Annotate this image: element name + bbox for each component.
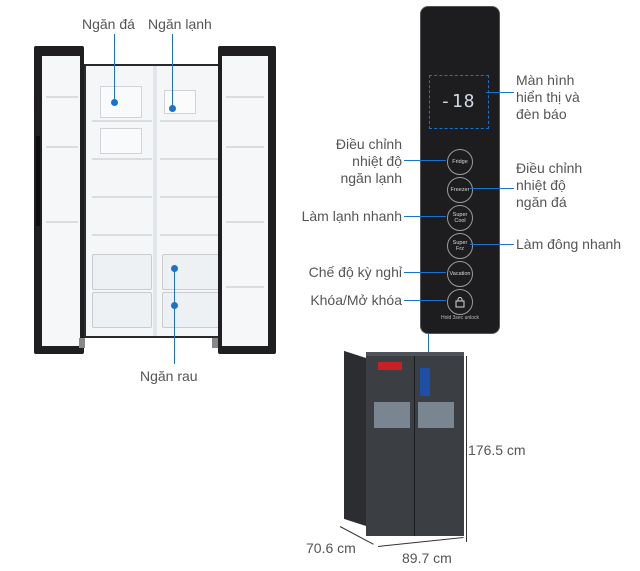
vacation-label: Chế độ kỳ nghỉ: [308, 264, 402, 280]
width-dimension: 89.7 cm: [402, 550, 452, 566]
fridge-compartment-label: Ngăn lạnh: [148, 16, 212, 32]
right-door: [218, 46, 276, 354]
display-screen: -18: [429, 75, 489, 129]
vegetable-marker-dot-upper: [171, 265, 178, 272]
closed-fridge-illustration: [344, 350, 464, 542]
vegetable-drawer-label: Ngăn rau: [140, 368, 198, 384]
lock-label: Khóa/Mở khóa: [310, 292, 402, 308]
fridge-button[interactable]: Fridge: [447, 149, 473, 175]
super-cool-label: Làm lạnh nhanh: [301, 208, 402, 224]
super-cool-button[interactable]: Super Cool: [447, 205, 473, 231]
left-door: [34, 46, 84, 354]
super-frz-button[interactable]: Super Frz: [447, 233, 473, 259]
control-panel: -18 Fridge Freezer Super Cool Super Frz …: [420, 6, 500, 334]
lock-caption: Hold 3sec unlock: [440, 315, 480, 321]
depth-dimension: 70.6 cm: [306, 540, 356, 556]
freezer-compartment-label: Ngăn đá: [82, 16, 135, 32]
fridge-marker-dot: [169, 105, 176, 112]
open-fridge-illustration: [34, 46, 278, 356]
vacation-button[interactable]: Vacation: [447, 261, 473, 287]
height-dimension: 176.5 cm: [468, 442, 526, 458]
temperature-readout: -18: [440, 91, 476, 112]
cabinet-interior: [84, 64, 228, 338]
freezer-marker-dot: [111, 99, 118, 106]
super-frz-label: Làm đông nhanh: [516, 236, 622, 252]
freezer-button[interactable]: Freezer: [447, 177, 473, 203]
lock-icon: [455, 297, 465, 308]
vegetable-marker-dot-lower: [171, 302, 178, 309]
lock-button[interactable]: [447, 289, 473, 315]
